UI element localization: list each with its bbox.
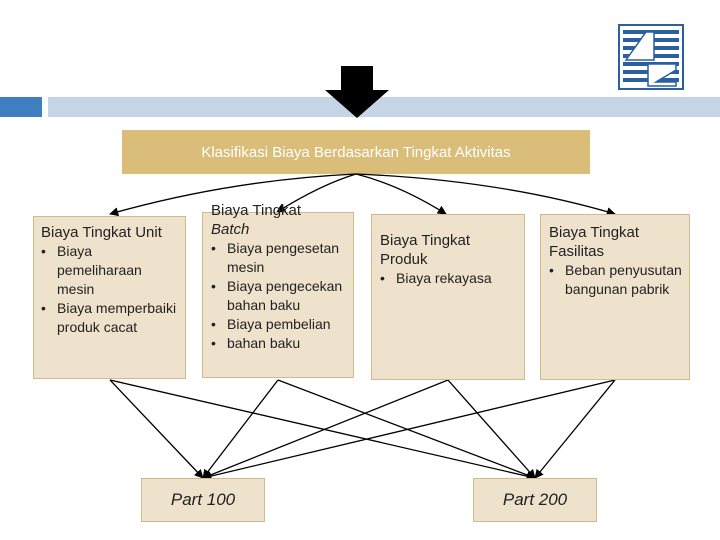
part-label: Part 200 [502,490,568,509]
header-box: Klasifikasi Biaya Berdasarkan Tingkat Ak… [122,130,590,174]
box-title-line1: Biaya Tingkat [211,202,302,219]
list-item: Beban penyusutan bangunan pabrik [549,261,683,299]
down-arrow-icon [325,66,389,118]
part-box-100: Part 100 [141,478,265,522]
list-item: Biaya rekayasa [380,269,518,288]
list-item: Biaya pembelian [211,315,353,334]
accent-bar [0,97,42,117]
box-title: Biaya Tingkat Produk [380,232,471,268]
list-item: Biaya memperbaiki produk cacat [41,299,179,337]
box-title: Biaya Tingkat Unit [41,224,162,241]
header-title: Klasifikasi Biaya Berdasarkan Tingkat Ak… [201,143,511,161]
box-facility-level: Biaya Tingkat Fasilitas Beban penyusutan… [540,214,690,380]
box-title-line2: Batch [211,221,250,238]
logo-icon [618,24,684,90]
box-title: Biaya Tingkat Fasilitas [549,224,640,260]
box-product-level: Biaya Tingkat Produk Biaya rekayasa [371,214,525,380]
list-item: Biaya pengecekan bahan baku [211,277,353,315]
box-unit-level: Biaya Tingkat Unit Biaya pemeliharaan me… [33,216,186,379]
list-item: Biaya pemeliharaan mesin [41,242,179,299]
box-title: Biaya Tingkat Batch [211,201,353,239]
list-item: bahan baku [211,334,353,353]
list-item: Biaya pengesetan mesin [211,239,353,277]
box-batch-level: Biaya Tingkat Batch Biaya pengesetan mes… [202,202,354,378]
part-label: Part 100 [170,490,236,509]
accent-line [48,97,720,117]
part-box-200: Part 200 [473,478,597,522]
